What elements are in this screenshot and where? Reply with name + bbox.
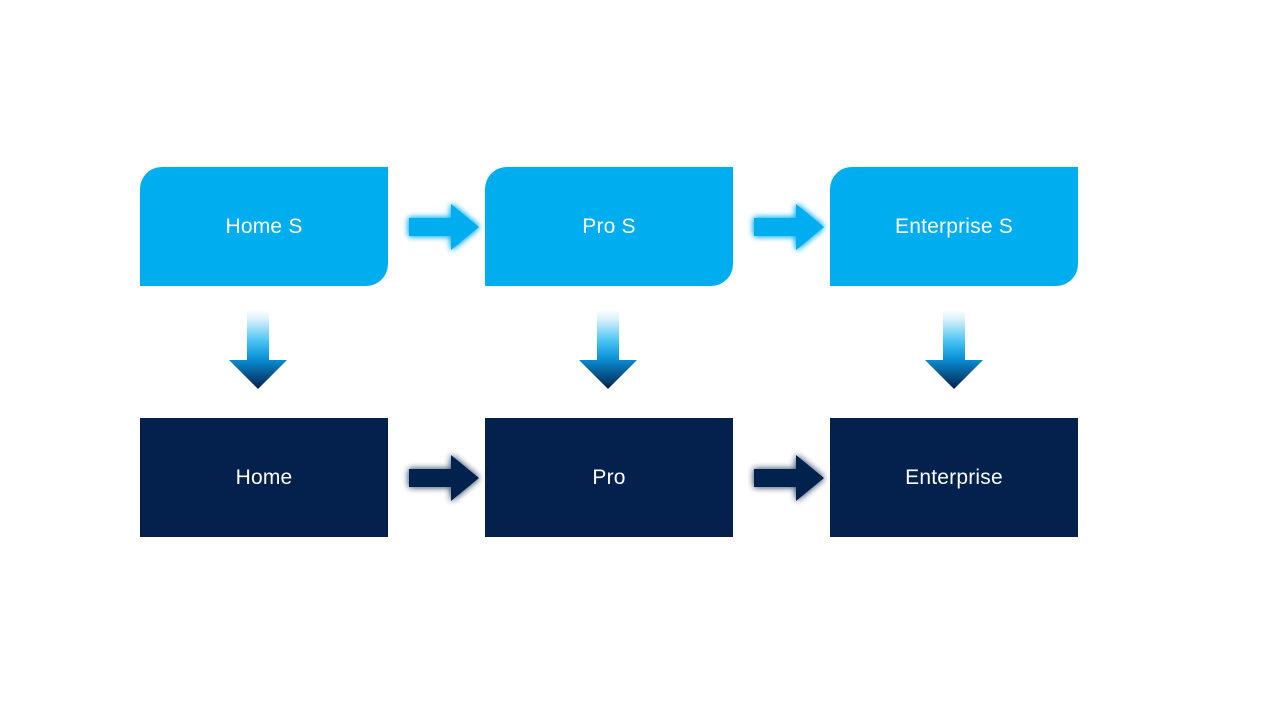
node-pro-label: Pro xyxy=(592,466,626,489)
down-arrow-icon-home-s-to-home xyxy=(228,310,288,390)
node-home-s[interactable]: Home S xyxy=(140,167,388,286)
node-pro-s[interactable]: Pro S xyxy=(485,167,733,286)
right-arrow-icon-pro-s-to-enterprise-s xyxy=(754,203,824,251)
right-arrow-icon-home-to-pro xyxy=(409,454,479,502)
node-home-s-label: Home S xyxy=(225,215,303,238)
node-enterprise[interactable]: Enterprise xyxy=(830,418,1078,537)
down-arrow-icon-pro-s-to-pro xyxy=(578,310,638,390)
node-pro-s-label: Pro S xyxy=(582,215,636,238)
right-arrow-icon-pro-to-enterprise xyxy=(754,454,824,502)
down-arrow-icon-enterprise-s-to-enterprise xyxy=(924,310,984,390)
node-pro[interactable]: Pro xyxy=(485,418,733,537)
node-home-label: Home xyxy=(235,466,293,489)
node-enterprise-s[interactable]: Enterprise S xyxy=(830,167,1078,286)
node-home[interactable]: Home xyxy=(140,418,388,537)
node-enterprise-s-label: Enterprise S xyxy=(895,215,1013,238)
node-enterprise-label: Enterprise xyxy=(905,466,1003,489)
right-arrow-icon-home-s-to-pro-s xyxy=(409,203,479,251)
